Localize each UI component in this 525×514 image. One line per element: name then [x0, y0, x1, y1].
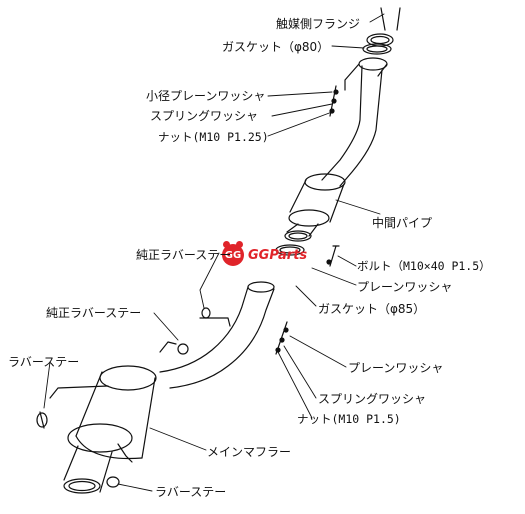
label-oem-rubber-stay-2: 純正ラバーステー	[46, 306, 142, 320]
upper-hardware	[329, 85, 339, 117]
leader-lines	[43, 13, 385, 492]
bolt-part	[326, 245, 340, 267]
gasket-85-part	[275, 244, 305, 256]
label-oem-rubber-stay-1: 純正ラバーステー	[136, 248, 232, 262]
main-muffler-part	[49, 281, 275, 494]
label-gasket-85: ガスケット（φ85）	[318, 302, 426, 316]
label-nut-m10-p125: ナット(M10 P1.25)	[158, 130, 269, 144]
label-rubber-stay-bottom: ラバーステー	[155, 485, 227, 499]
label-spring-washer-bottom: スプリングワッシャ	[318, 392, 427, 406]
label-catalyst-flange: 触媒側フランジ	[276, 17, 361, 31]
label-plain-washer-bottom: プレーンワッシャ	[348, 361, 444, 375]
logo-badge: GG	[222, 241, 244, 266]
logo-text: GGParts	[248, 247, 308, 263]
oem-stay-hardware	[36, 307, 231, 488]
label-nut-m10-p15: ナット(M10 P1.5)	[297, 412, 401, 426]
center-pipe-part	[284, 57, 388, 242]
catalyst-flange-part	[366, 7, 401, 47]
label-main-muffler: メインマフラー	[207, 445, 292, 459]
label-small-plain-washer: 小径プレーンワッシャ	[146, 89, 266, 103]
label-spring-washer-top: スプリングワッシャ	[150, 109, 259, 123]
label-gasket-80: ガスケット（φ80）	[222, 40, 330, 54]
gasket-80-part	[362, 43, 392, 55]
label-rubber-stay-left: ラバーステー	[8, 355, 80, 369]
ggparts-logo: GG GGParts	[222, 241, 308, 267]
label-center-pipe: 中間パイプ	[372, 216, 433, 230]
label-plain-washer-top: プレーンワッシャ	[357, 280, 453, 294]
label-bolt: ボルト（M10×40 P1.5）	[357, 259, 491, 273]
